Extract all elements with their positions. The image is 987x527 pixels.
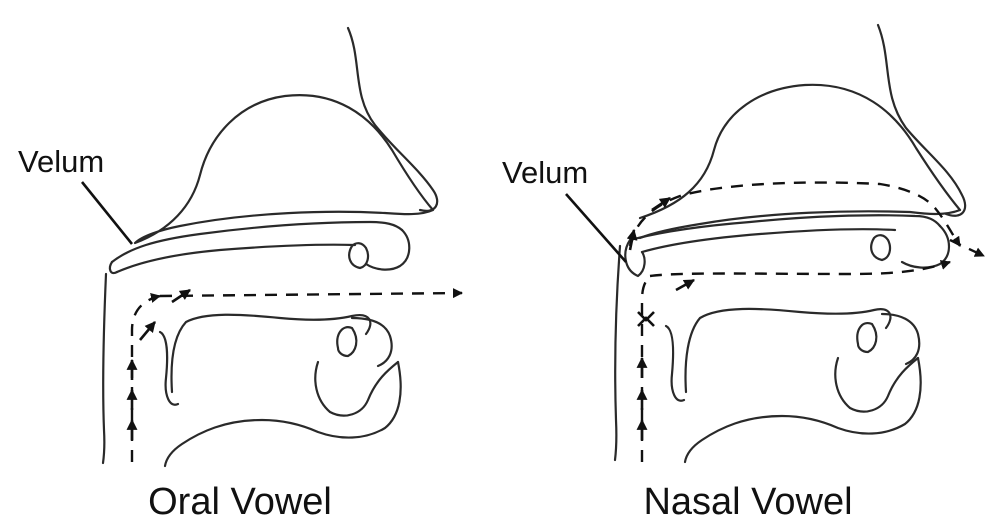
airflow-oral <box>132 290 462 462</box>
upper-teeth <box>349 243 368 268</box>
nose-outline <box>348 28 437 211</box>
tongue <box>686 309 891 392</box>
chin-outline <box>835 358 918 412</box>
airflow-nasal <box>630 183 984 463</box>
pharynx-wall <box>103 274 106 463</box>
lower-teeth <box>337 327 356 356</box>
velum-pointer-oral <box>82 182 132 244</box>
upper-lip <box>366 230 409 270</box>
airflow-path-pharynx <box>132 296 160 462</box>
chin-outline <box>315 362 398 416</box>
velum <box>110 262 117 273</box>
upper-lip <box>902 226 949 268</box>
velum <box>625 240 644 276</box>
velum-label-oral: Velum <box>18 144 104 179</box>
lower-lip <box>882 314 919 364</box>
palate-lower-edge <box>642 229 895 252</box>
velum-label-nasal: Velum <box>502 155 588 190</box>
head-outline-oral <box>103 28 437 466</box>
airflow-arrow <box>652 198 670 210</box>
nasal-vowel-caption: Nasal Vowel <box>643 481 852 523</box>
oral-vowel-panel: Velum Oral Vowel <box>18 28 462 523</box>
airflow-path-mouth <box>160 293 462 296</box>
lower-teeth <box>857 323 876 352</box>
nasal-vowel-panel: Velum Nasal Vowel <box>502 25 984 523</box>
oral-vowel-caption: Oral Vowel <box>148 481 332 523</box>
nose-outline <box>878 25 965 216</box>
airflow-arrow <box>140 322 155 340</box>
airflow-arrow <box>676 280 694 290</box>
palate-lower-edge <box>117 245 355 272</box>
jaw-line <box>685 358 921 462</box>
nasal-cavity <box>135 95 433 243</box>
epiglottis <box>666 326 684 401</box>
hard-palate <box>112 222 402 262</box>
lower-lip <box>352 318 392 366</box>
velum-pointer-nasal <box>566 194 626 262</box>
pharynx-wall <box>615 246 620 460</box>
upper-teeth <box>871 235 890 260</box>
airflow-path-nasal-exit <box>950 240 984 256</box>
airflow-split-icon <box>638 312 654 326</box>
jaw-line <box>165 362 401 466</box>
head-outline-nasal <box>615 25 965 462</box>
